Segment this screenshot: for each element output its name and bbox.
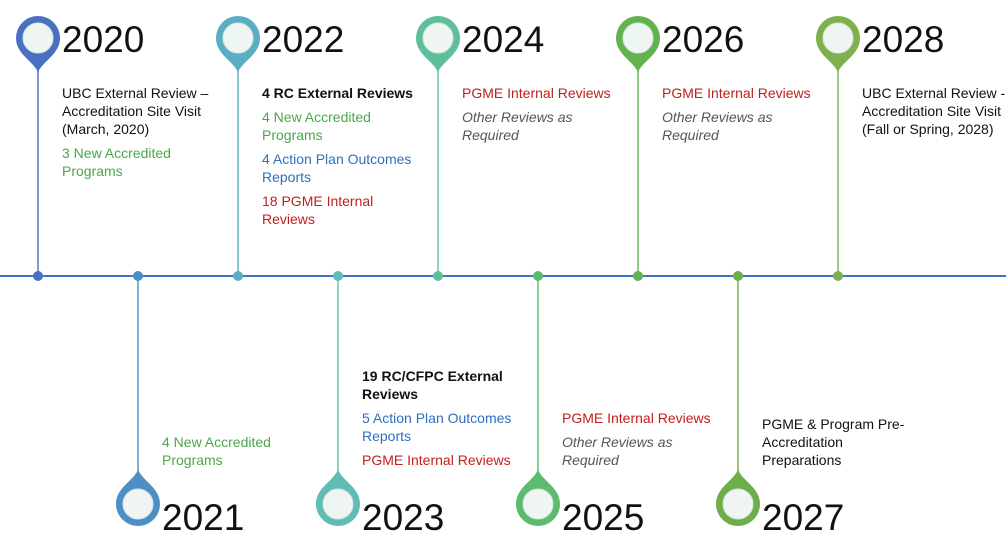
map-pin-icon bbox=[812, 14, 864, 74]
map-pin-icon bbox=[112, 468, 164, 528]
map-pin-icon bbox=[312, 468, 364, 528]
milestone-stem bbox=[837, 66, 839, 276]
map-pin-icon bbox=[12, 14, 64, 74]
year-label: 2024 bbox=[462, 19, 545, 60]
map-pin-icon bbox=[712, 468, 764, 528]
milestone-line: 4 New Accredited Programs bbox=[262, 109, 371, 143]
milestone-dot bbox=[433, 271, 443, 281]
milestone-line: 18 PGME Internal Reviews bbox=[262, 193, 374, 227]
milestone-line: 3 New Accredited Programs bbox=[62, 145, 171, 179]
milestone-dot bbox=[333, 271, 343, 281]
milestone-line: Other Reviews as Required bbox=[562, 434, 673, 468]
milestone-dot bbox=[133, 271, 143, 281]
milestone-line: 19 RC/CFPC External Reviews bbox=[362, 368, 503, 402]
timeline-axis bbox=[0, 275, 1006, 277]
milestone-stem bbox=[437, 66, 439, 276]
year-label: 2027 bbox=[762, 497, 845, 538]
year-label: 2020 bbox=[62, 19, 145, 60]
milestone-line: PGME Internal Reviews bbox=[362, 452, 511, 468]
year-label: 2028 bbox=[862, 19, 945, 60]
milestone-description: UBC External Review - Accreditation Site… bbox=[862, 84, 1006, 144]
year-label: 2026 bbox=[662, 19, 745, 60]
milestone-description: 19 RC/CFPC External Reviews 5 Action Plan… bbox=[362, 367, 522, 475]
milestone-dot bbox=[533, 271, 543, 281]
map-pin-icon bbox=[212, 14, 264, 74]
milestone-stem bbox=[637, 66, 639, 276]
milestone-dot bbox=[633, 271, 643, 281]
year-label: 2022 bbox=[262, 19, 345, 60]
milestone-dot bbox=[33, 271, 43, 281]
milestone-dot bbox=[733, 271, 743, 281]
milestone-stem bbox=[37, 66, 39, 276]
year-label: 2021 bbox=[162, 497, 245, 538]
milestone-stem bbox=[237, 66, 239, 276]
milestone-line: Other Reviews as Required bbox=[462, 109, 573, 143]
milestone-line: Other Reviews as Required bbox=[662, 109, 773, 143]
milestone-description: PGME & Program Pre-Accreditation Prepara… bbox=[762, 415, 922, 475]
year-label: 2025 bbox=[562, 497, 645, 538]
milestone-stem bbox=[737, 276, 739, 474]
milestone-line: 4 Action Plan Outcomes Reports bbox=[262, 151, 412, 185]
milestone-dot bbox=[233, 271, 243, 281]
milestone-stem bbox=[137, 276, 139, 474]
milestone-line: PGME & Program Pre-Accreditation Prepara… bbox=[762, 416, 905, 468]
milestone-line: UBC External Review – Accreditation Site… bbox=[62, 85, 209, 137]
milestone-description: 4 RC External Reviews 4 New Accredited Pr… bbox=[262, 84, 422, 234]
milestone-stem bbox=[537, 276, 539, 474]
year-label: 2023 bbox=[362, 497, 445, 538]
milestone-description: 4 New Accredited Programs bbox=[162, 433, 322, 475]
milestone-line: UBC External Review - Accreditation Site… bbox=[862, 85, 1006, 137]
milestone-line: 5 Action Plan Outcomes Reports bbox=[362, 410, 512, 444]
milestone-dot bbox=[833, 271, 843, 281]
milestone-line: PGME Internal Reviews bbox=[562, 410, 711, 426]
milestone-line: 4 New Accredited Programs bbox=[162, 434, 271, 468]
map-pin-icon bbox=[612, 14, 664, 74]
milestone-description: UBC External Review – Accreditation Site… bbox=[62, 84, 222, 186]
milestone-line: PGME Internal Reviews bbox=[462, 85, 611, 101]
milestone-line: PGME Internal Reviews bbox=[662, 85, 811, 101]
milestone-stem bbox=[337, 276, 339, 474]
map-pin-icon bbox=[512, 468, 564, 528]
milestone-line: 4 RC External Reviews bbox=[262, 85, 413, 101]
map-pin-icon bbox=[412, 14, 464, 74]
